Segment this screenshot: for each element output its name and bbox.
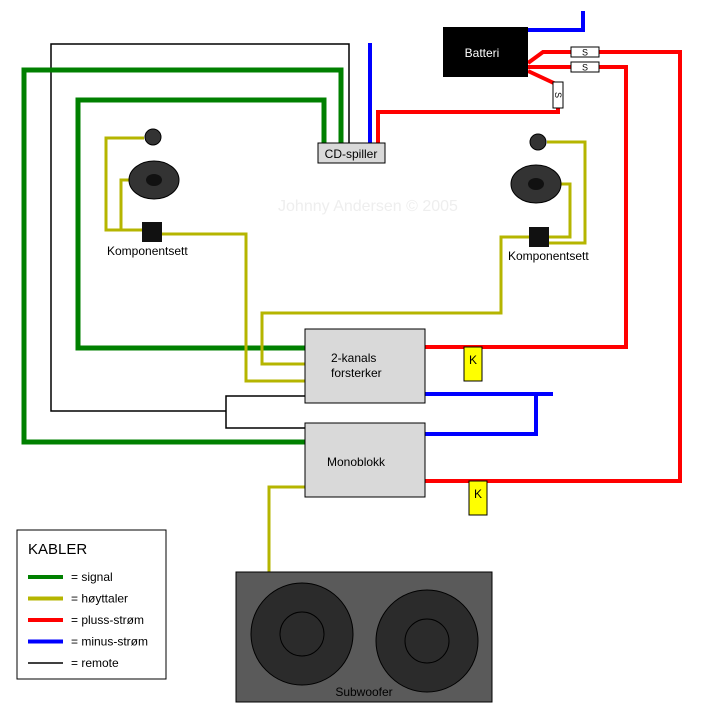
left-crossover [142, 222, 162, 242]
subwoofer-label: Subwoofer [335, 685, 392, 699]
remote-wires [50, 43, 350, 429]
amplifier-label-line1: 2-kanals [331, 351, 376, 365]
legend-items: = signal = høyttaler = pluss-strøm = minus-… [28, 570, 148, 670]
legend-label-1: = høyttaler [71, 592, 128, 606]
right-tweeter-wire [547, 140, 587, 245]
fuse-1-label: S [582, 48, 588, 58]
cd-player: CD-spiller [317, 142, 386, 164]
legend-label-0: = signal [71, 570, 113, 584]
relay-amp: K [463, 346, 483, 382]
power-wire-mono [425, 50, 682, 483]
battery: Batteri [443, 27, 528, 77]
subwoofer-wire [267, 485, 305, 572]
right-woofer-wire [549, 182, 572, 239]
legend: KABLER = signal= høyttaler= pluss-strøm=… [16, 529, 167, 680]
fuse-3-label: S [553, 92, 563, 98]
legend-label-4: = remote [71, 656, 119, 670]
monoblock-label: Monoblokk [327, 455, 386, 469]
cd-player-label: CD-spiller [325, 147, 378, 161]
subwoofer: Subwoofer [235, 571, 493, 703]
power-wire-cd [376, 69, 560, 145]
relay-mono: K [468, 480, 488, 516]
subwoofer-dustcap-left [279, 611, 325, 657]
right-crossover [529, 227, 549, 247]
legend-label-3: = minus-strøm [71, 635, 148, 649]
ground-wire-battery [528, 11, 585, 32]
left-tweeter [144, 128, 162, 146]
watermark: Johnny Andersen © 2005 [278, 198, 458, 215]
remote-wire-amp [225, 395, 305, 429]
ground-wire-mono [425, 394, 538, 436]
speaker-wire-left [162, 232, 305, 383]
ground-wires [368, 11, 585, 436]
signal-wire-mono [21, 67, 344, 445]
fuse-3: S [552, 81, 564, 109]
component-set-right: Komponentsett [508, 133, 589, 263]
speaker-wire-right [260, 235, 529, 366]
legend-title: KABLER [28, 541, 87, 558]
left-woofer-wire [119, 178, 130, 230]
right-woofer-dustcap [528, 178, 544, 190]
amplifier: 2-kanals forsterker [304, 328, 426, 404]
monoblock: Monoblokk [304, 422, 426, 498]
amplifier-label-line2: forsterker [331, 366, 382, 380]
power-wires [376, 50, 682, 483]
signal-wire-amp [75, 97, 327, 351]
subwoofer-dustcap-right [404, 618, 450, 664]
component-set-left-label: Komponentsett [107, 244, 188, 258]
left-woofer-dustcap [146, 174, 162, 186]
fuse-2-label: S [582, 63, 588, 73]
left-tweeter-wire [104, 136, 144, 232]
speaker-wires [104, 136, 587, 572]
fuse-2: S [570, 61, 600, 73]
component-set-right-label: Komponentsett [508, 249, 589, 263]
fuse-1: S [570, 46, 600, 58]
legend-label-2: = pluss-strøm [71, 613, 144, 627]
component-set-left: Komponentsett [107, 128, 188, 258]
right-tweeter [529, 133, 547, 151]
relay-amp-label: K [469, 353, 477, 367]
relay-mono-label: K [474, 487, 482, 501]
battery-label: Batteri [465, 46, 500, 60]
signal-wires [21, 67, 344, 445]
remote-wire-cd [50, 43, 350, 412]
